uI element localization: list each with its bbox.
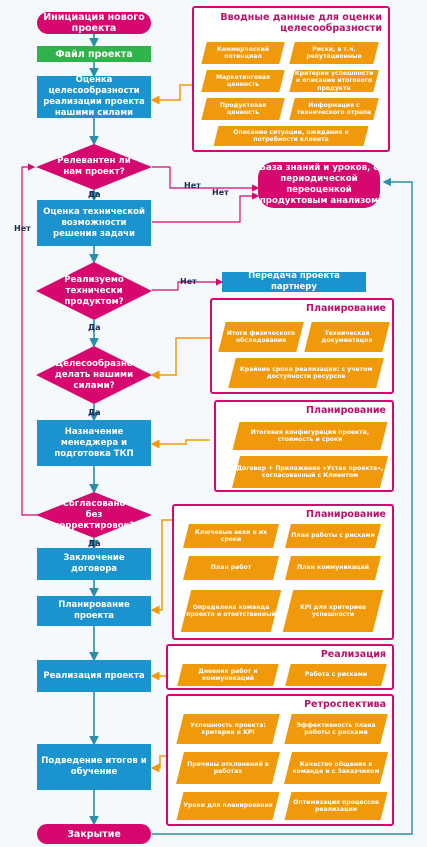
planning-item: KPI для критериев успешности — [288, 590, 378, 632]
no-label: Нет — [212, 188, 229, 197]
input-item: Риски, в т.ч. репутационные — [292, 42, 376, 64]
agreed-decision[interactable]: Согласовано без корректировок? — [53, 498, 135, 531]
diamond-worth — [36, 346, 152, 404]
yes-label: Да — [88, 190, 101, 199]
implementation-item: Работа с рисками — [288, 664, 384, 686]
implementation-node[interactable]: Реализация проекта — [37, 660, 151, 692]
summary-node[interactable]: Подведение итогов и обучение — [37, 744, 151, 790]
retrospective-item: Качество общения в команде и с Заказчико… — [288, 752, 384, 784]
retrospective-item: Причины отклонений в работах — [180, 752, 276, 784]
input-item: Описание ситуации, ожидания и потребност… — [216, 126, 366, 146]
no-label: Нет — [14, 224, 31, 233]
feasible-decision[interactable]: Реализуемо технически продуктом? — [64, 274, 124, 307]
panel-title: Планирование — [306, 405, 386, 416]
panel-title: Реализация — [320, 649, 386, 660]
worth-decision[interactable]: Целесообразно делать нашими силами? — [54, 358, 134, 391]
retrospective-item: Уроки для планирования — [180, 792, 276, 820]
input-item: Коммерческий потенциал — [204, 42, 282, 64]
diamond-relevant — [36, 144, 152, 190]
retrospective-item: Эффективность плана работы с рисками — [288, 714, 384, 744]
planning-item: План коммуникаций — [288, 556, 378, 580]
assess-feasibility-node[interactable]: Оценка целесообразности реализации проек… — [37, 75, 151, 118]
partner-node[interactable]: Передача проекта партнеру — [222, 271, 366, 292]
planning-item: План работ — [186, 556, 276, 580]
planning-node[interactable]: Планирование проекта — [37, 596, 151, 626]
panel-title: Ретроспектива — [304, 699, 386, 710]
panel-title: Вводные данные для оценки целесообразнос… — [220, 12, 382, 34]
input-item: Критерии успешности и описание итогового… — [292, 70, 376, 92]
diamond-feasible — [36, 262, 152, 320]
input-item: Маркетинговая ценность — [204, 70, 282, 92]
intro-panel: Вводные данные для оценки целесообразнос… — [192, 6, 390, 152]
planning-panel-2: Планирование Итоговая конфигурация проек… — [214, 400, 394, 492]
retrospective-panel: Ретроспектива Успешность проекта: критер… — [166, 694, 394, 826]
yes-label: Да — [88, 539, 101, 548]
planning-panel-3: Планирование Ключевые вехи и их сроки Пл… — [172, 504, 394, 640]
yes-label: Да — [88, 323, 101, 332]
planning-item: План работы с рисками — [288, 524, 378, 548]
planning-item: Крайние сроки реализации: с учетом досту… — [232, 358, 380, 388]
close-node[interactable]: Закрытие — [37, 824, 151, 844]
planning-item: Ключевые вехи и их сроки — [186, 524, 276, 548]
retrospective-item: Успешность проекта: критерии и KPI — [180, 714, 276, 744]
input-item: Информация с технического отрапа — [292, 98, 376, 120]
input-item: Продуктовая ценность — [204, 98, 282, 120]
planning-item: Договор + Приложение «Устав проекта», со… — [236, 456, 384, 488]
planning-item: Итоговая конфигурация проекта, стоимость… — [236, 422, 384, 450]
tech-assess-node[interactable]: Оценка технической возможности решения з… — [37, 200, 151, 246]
planning-item: Итоги физического обследования — [222, 322, 300, 352]
planning-item: Техническая документация — [308, 322, 386, 352]
yes-label: Да — [88, 408, 101, 417]
no-label: Нет — [180, 277, 197, 286]
implementation-panel: Реализация Дневник работ и коммуникаций … — [166, 644, 394, 690]
planning-panel-1: Планирование Итоги физического обследова… — [210, 298, 394, 394]
panel-title: Планирование — [306, 303, 386, 314]
panel-title: Планирование — [306, 509, 386, 520]
contract-node[interactable]: Заключение договора — [37, 548, 151, 580]
diamond-agreed — [36, 492, 152, 538]
relevant-decision[interactable]: Релевантен ли нам проект? — [57, 156, 131, 177]
retrospective-item: Оптимизация процессов реализации — [288, 792, 384, 820]
file-node[interactable]: Файл проекта — [37, 46, 151, 62]
start-node[interactable]: Инициация нового проекта — [37, 12, 151, 34]
implementation-item: Дневник работ и коммуникаций — [180, 664, 276, 686]
assign-node[interactable]: Назначение менеджера и подготовка ТКП — [37, 420, 151, 466]
planning-item: Определена команда проекта и ответственн… — [186, 590, 276, 632]
no-label: Нет — [184, 181, 201, 190]
knowledge-base-node[interactable]: База знаний и уроков, с периодической пе… — [258, 162, 380, 208]
